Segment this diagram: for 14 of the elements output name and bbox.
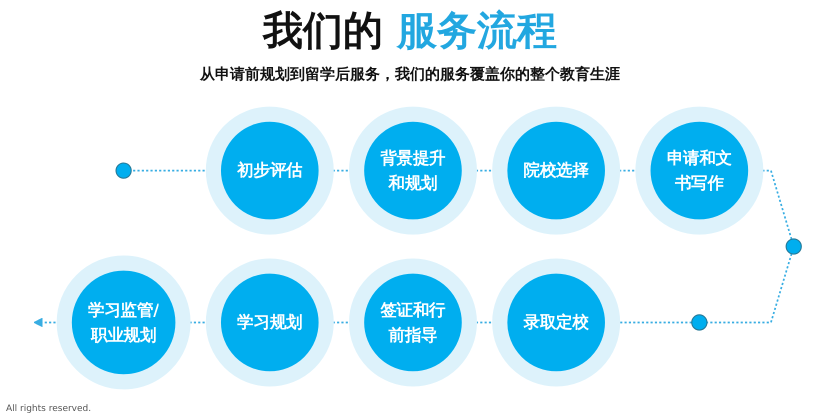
node-circle — [786, 238, 802, 255]
node-circle: 学习规划 — [206, 258, 334, 386]
node-circle: 申请和文书写作 — [635, 106, 764, 235]
subtitle: 从申请前规划到留学后服务，我们的服务覆盖你的整个教育生涯 — [198, 64, 621, 84]
node-circle — [691, 314, 708, 331]
node-circle: 录取定校 — [492, 258, 620, 386]
copyright-notice: All rights reserved. — [6, 403, 92, 415]
node-circle: 学习监管/职业规划 — [56, 255, 191, 390]
node-circle: 签证和行前指导 — [348, 258, 477, 386]
node-circle: 背景提升和规划 — [348, 106, 477, 235]
node-circle: 院校选择 — [492, 106, 620, 235]
connector — [706, 254, 792, 324]
title: 我们的 服务流程 — [262, 7, 558, 56]
node-circle — [115, 162, 132, 179]
